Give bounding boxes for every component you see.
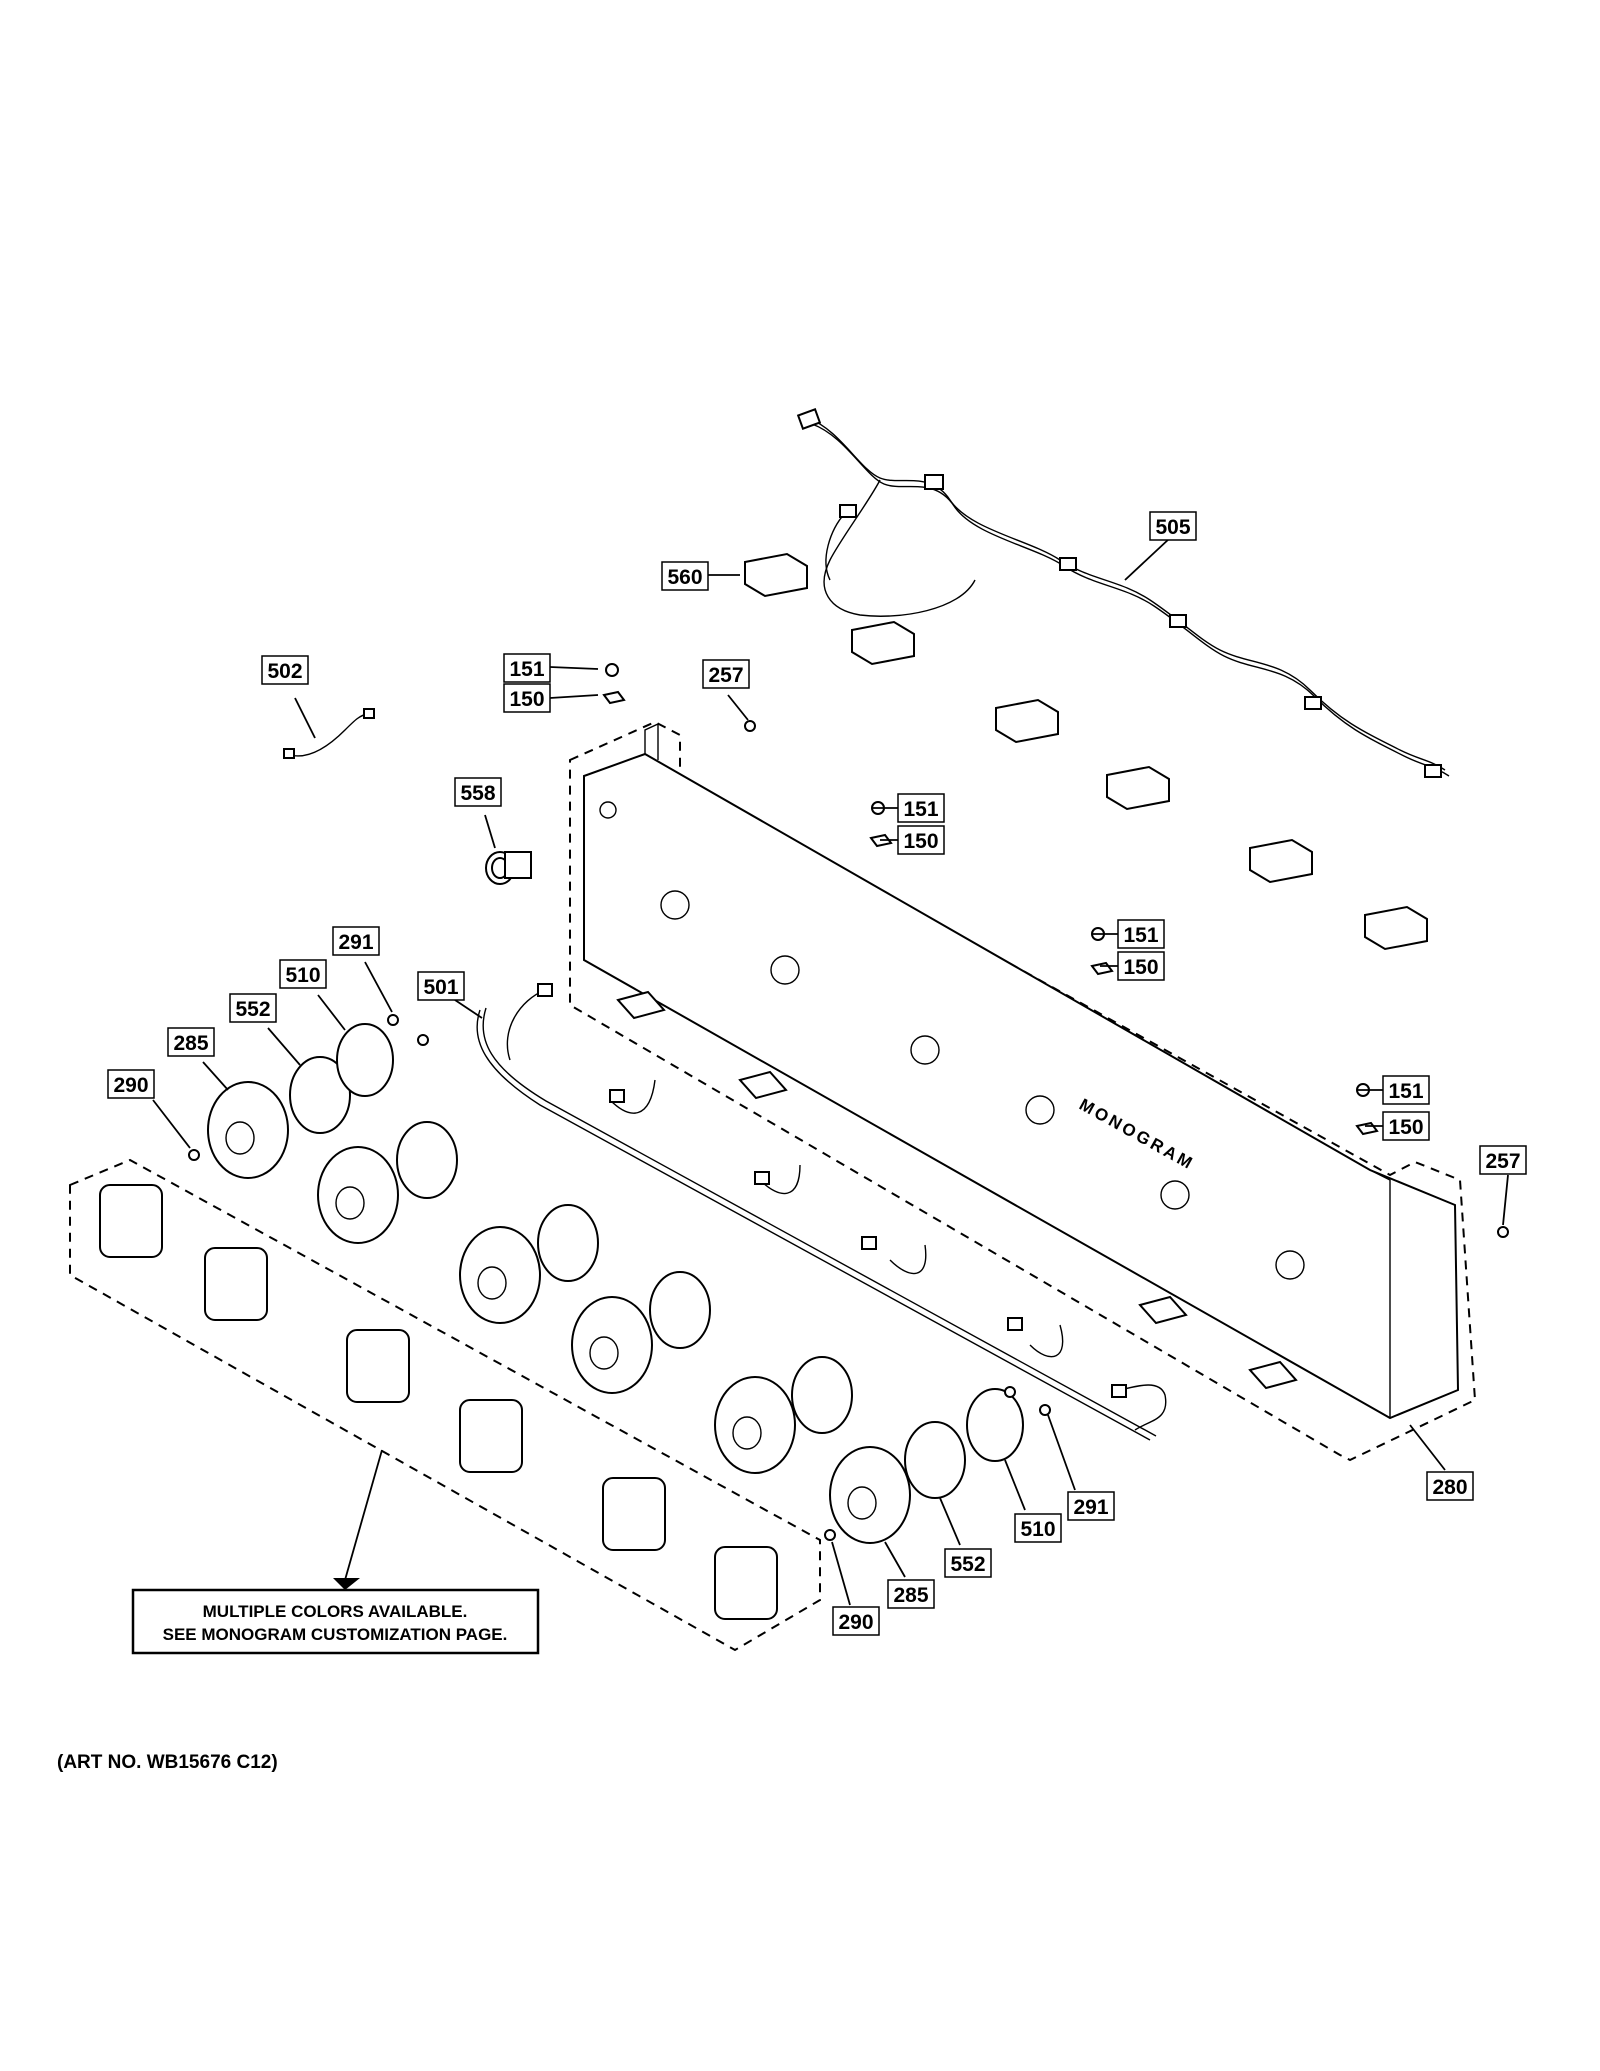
svg-text:151: 151 [1388, 1080, 1423, 1103]
callout-290-right: 290 [832, 1606, 880, 1636]
callout-501: 501 [417, 971, 465, 1001]
callout-510-right: 510 [1014, 1513, 1062, 1543]
svg-text:501: 501 [423, 976, 458, 999]
callout-150-far-right: 150 [1382, 1111, 1430, 1141]
screws-291-290 [188, 1014, 1051, 1541]
svg-text:560: 560 [667, 566, 702, 589]
knob-group [69, 1158, 821, 1652]
callout-505: 505 [1149, 511, 1197, 541]
callout-285-left: 285 [167, 1027, 215, 1057]
bezels-285 [207, 1081, 911, 1544]
callout-151-top: 151 [503, 653, 551, 683]
switch-modules-560 [744, 552, 1428, 951]
callouts: 505 560 502 151 150 257 [107, 511, 1527, 1636]
callout-151-right: 151 [1117, 919, 1165, 949]
svg-text:150: 150 [1388, 1116, 1423, 1139]
svg-text:150: 150 [509, 688, 544, 711]
callout-291-left: 291 [332, 926, 380, 956]
wire-harness-501 [476, 983, 1167, 1441]
callout-558: 558 [454, 777, 502, 807]
art-number: (ART NO. WB15676 C12) [57, 1752, 278, 1773]
plates-510 [336, 1023, 1024, 1462]
callout-560: 560 [661, 561, 709, 591]
callout-552-left: 552 [229, 993, 277, 1023]
svg-text:502: 502 [267, 660, 302, 683]
note-box: MULTIPLE COLORS AVAILABLE. SEE MONOGRAM … [131, 1449, 540, 1655]
callout-151-mid: 151 [897, 793, 945, 823]
callout-257-right: 257 [1479, 1145, 1527, 1175]
callout-151-far-right: 151 [1382, 1075, 1430, 1105]
svg-text:290: 290 [838, 1611, 873, 1634]
callout-290-left: 290 [107, 1069, 155, 1099]
control-panel-280: MONOGRAM [569, 720, 1477, 1462]
svg-text:510: 510 [285, 964, 320, 987]
callout-291-right: 291 [1067, 1491, 1115, 1521]
svg-text:150: 150 [903, 830, 938, 853]
svg-text:151: 151 [903, 798, 938, 821]
callout-150-right: 150 [1117, 951, 1165, 981]
svg-text:505: 505 [1155, 516, 1190, 539]
note-line-2: SEE MONOGRAM CUSTOMIZATION PAGE. [163, 1625, 508, 1644]
svg-text:151: 151 [1123, 924, 1158, 947]
svg-text:290: 290 [113, 1074, 148, 1097]
panel-knob-openings [660, 890, 1305, 1280]
svg-text:150: 150 [1123, 956, 1158, 979]
push-button-558 [485, 851, 532, 885]
svg-text:510: 510 [1020, 1518, 1055, 1541]
svg-text:291: 291 [338, 931, 373, 954]
callout-150-top: 150 [503, 683, 551, 713]
callout-280: 280 [1426, 1471, 1474, 1501]
callout-285-right: 285 [887, 1579, 935, 1609]
note-line-1: MULTIPLE COLORS AVAILABLE. [203, 1602, 468, 1621]
callout-502: 502 [261, 655, 309, 685]
callout-510-left: 510 [279, 959, 327, 989]
svg-text:280: 280 [1432, 1476, 1467, 1499]
wire-502 [283, 708, 375, 759]
svg-text:285: 285 [893, 1584, 928, 1607]
svg-text:257: 257 [1485, 1150, 1520, 1173]
callout-150-mid: 150 [897, 825, 945, 855]
wire-harness-505 [796, 408, 1450, 778]
svg-text:552: 552 [235, 998, 270, 1021]
svg-text:558: 558 [460, 782, 495, 805]
gaskets-552 [289, 1056, 966, 1499]
callout-552-right: 552 [944, 1548, 992, 1578]
callout-257-top: 257 [702, 659, 750, 689]
svg-text:552: 552 [950, 1553, 985, 1576]
svg-text:285: 285 [173, 1032, 208, 1055]
svg-text:291: 291 [1073, 1496, 1108, 1519]
svg-text:151: 151 [509, 658, 544, 681]
svg-text:257: 257 [708, 664, 743, 687]
